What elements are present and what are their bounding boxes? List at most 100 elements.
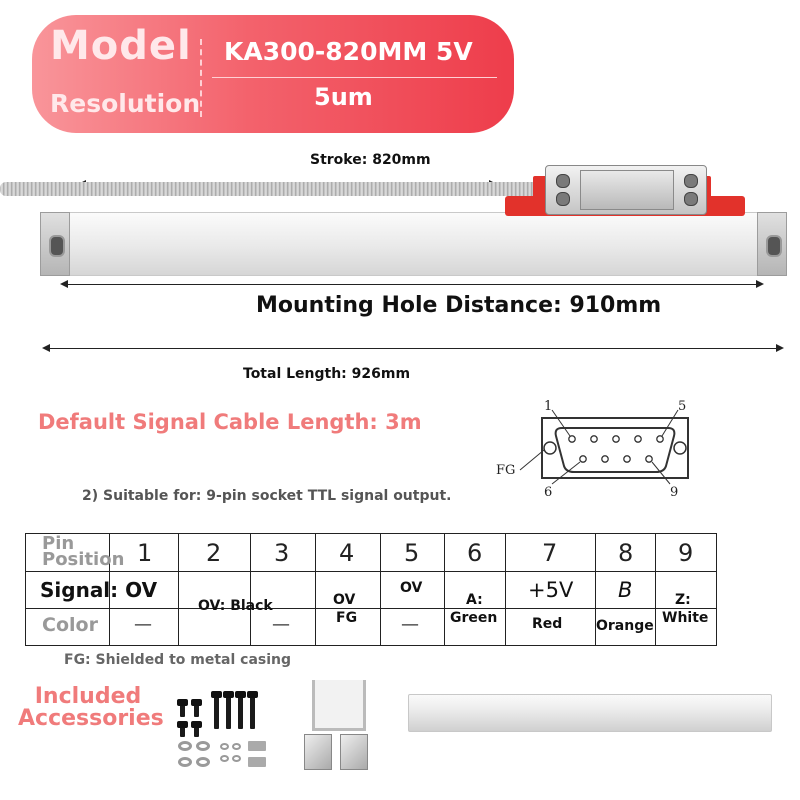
stroke-label: Stroke: 820mm: [310, 152, 431, 168]
bolt-icon: [235, 691, 246, 729]
fg-screw-left: [543, 441, 557, 455]
signal-label: Signal: OV: [40, 578, 158, 602]
screw-icon: [556, 192, 570, 206]
table-row-divider: [26, 608, 716, 609]
right-end-cap: [757, 212, 787, 276]
table-col-divider: [380, 534, 381, 645]
accessories-title: Included Accessories: [18, 684, 164, 731]
table-row-divider: [26, 571, 716, 572]
bolt-icon: [223, 691, 234, 729]
signal-value: A:: [466, 592, 483, 608]
color-label: Color: [42, 614, 98, 636]
pin-5-label: 5: [678, 399, 686, 414]
model-value: KA300-820MM 5V: [224, 37, 473, 66]
reader-window: [580, 170, 674, 210]
banner-divider-vertical: [200, 39, 202, 117]
washer-icon: [196, 757, 210, 767]
fg-leader: [519, 449, 545, 471]
pin-6-leader: [551, 461, 581, 485]
mounting-hole-icon: [766, 235, 782, 257]
total-length-label: Total Length: 926mm: [243, 366, 411, 382]
color-value: —: [134, 614, 152, 635]
mounting-hole-icon: [49, 235, 65, 257]
pin-9-dot: [645, 455, 653, 463]
pin-1-dot: [568, 435, 576, 443]
pin-2-dot: [590, 435, 598, 443]
pin-number: 8: [618, 539, 634, 567]
pin-number: 6: [467, 539, 483, 567]
signal-value: +5V: [528, 578, 574, 602]
pin-6-label: 6: [544, 485, 552, 500]
connector-d-shape: [554, 427, 676, 473]
suitable-for-note: 2) Suitable for: 9-pin socket TTL signal…: [82, 488, 452, 504]
pin-4-dot: [634, 435, 642, 443]
total-length-arrow: [42, 344, 784, 352]
color-value: Green: [450, 610, 498, 626]
pin-number: 9: [678, 539, 694, 567]
pin-3-dot: [612, 435, 620, 443]
screw-icon: [556, 174, 570, 188]
nut-icon: [248, 757, 266, 767]
fg-note: FG: Shielded to metal casing: [64, 652, 292, 668]
table-col-divider: [595, 534, 596, 645]
pin-9-leader: [651, 461, 671, 485]
spec-banner: Model Resolution KA300-820MM 5V 5um: [32, 15, 514, 133]
table-col-divider: [655, 534, 656, 645]
bolt-icon: [191, 721, 202, 737]
pin-number: 7: [542, 539, 558, 567]
model-label: Model: [50, 23, 192, 69]
color-value: —: [272, 614, 290, 635]
nut-icon: [248, 741, 266, 751]
table-col-divider: [315, 534, 316, 645]
db9-connector-diagram: 1 5 6 9 FG: [496, 399, 689, 500]
table-col-divider: [505, 534, 506, 645]
pin-9-label: 9: [670, 485, 678, 500]
color-value: Red: [532, 616, 563, 632]
table-col-divider: [250, 534, 251, 645]
banner-divider-horizontal: [212, 77, 497, 78]
cable-length-note: Default Signal Cable Length: 3m: [38, 410, 422, 434]
bolt-icon: [247, 691, 258, 729]
pin-1-leader: [551, 409, 571, 437]
l-bracket-left: [304, 734, 332, 770]
mounting-hole-arrow: [60, 280, 764, 288]
pin-5-leader: [661, 409, 679, 437]
washer-icon: [220, 755, 229, 762]
reader-head: [545, 165, 707, 215]
resolution-label: Resolution: [50, 89, 201, 118]
table-col-divider: [444, 534, 445, 645]
pin-6-dot: [579, 455, 587, 463]
mounting-hole-label: Mounting Hole Distance: 910mm: [256, 293, 662, 318]
table-col-divider: [109, 534, 110, 645]
pin-8-dot: [623, 455, 631, 463]
signal-cable: [0, 182, 560, 196]
color-value: FG: [336, 610, 358, 626]
fg-label: FG: [496, 463, 515, 478]
washer-icon: [178, 757, 192, 767]
reader-tab-left: [533, 176, 547, 206]
bolt-icon: [177, 699, 188, 717]
table-col-divider: [178, 534, 179, 645]
signal-value: Z:: [675, 592, 691, 608]
fg-screw-right: [673, 441, 687, 455]
washer-icon: [232, 755, 241, 762]
color-value: White: [662, 610, 709, 626]
washer-icon: [232, 743, 241, 750]
washer-icon: [220, 743, 229, 750]
bolt-icon: [177, 721, 188, 737]
pin-1-label: 1: [544, 399, 552, 414]
protective-cover-rail: [408, 694, 772, 732]
pin-table: Pin Position 1 2 3 4 5 6 7 8 9 Signal: O…: [25, 533, 717, 646]
screw-icon: [684, 174, 698, 188]
bolt-icon: [211, 691, 222, 729]
color-value: —: [401, 614, 419, 635]
pin-number: 5: [404, 539, 420, 567]
color-value: Orange: [596, 618, 654, 634]
left-end-cap: [40, 212, 70, 276]
signal-value: B: [618, 578, 633, 602]
signal-value: OV: Black: [198, 598, 273, 614]
signal-value: OV: [333, 592, 356, 608]
pin-number: 1: [137, 539, 153, 567]
screw-set: [170, 685, 280, 775]
scale-body: [40, 212, 787, 276]
